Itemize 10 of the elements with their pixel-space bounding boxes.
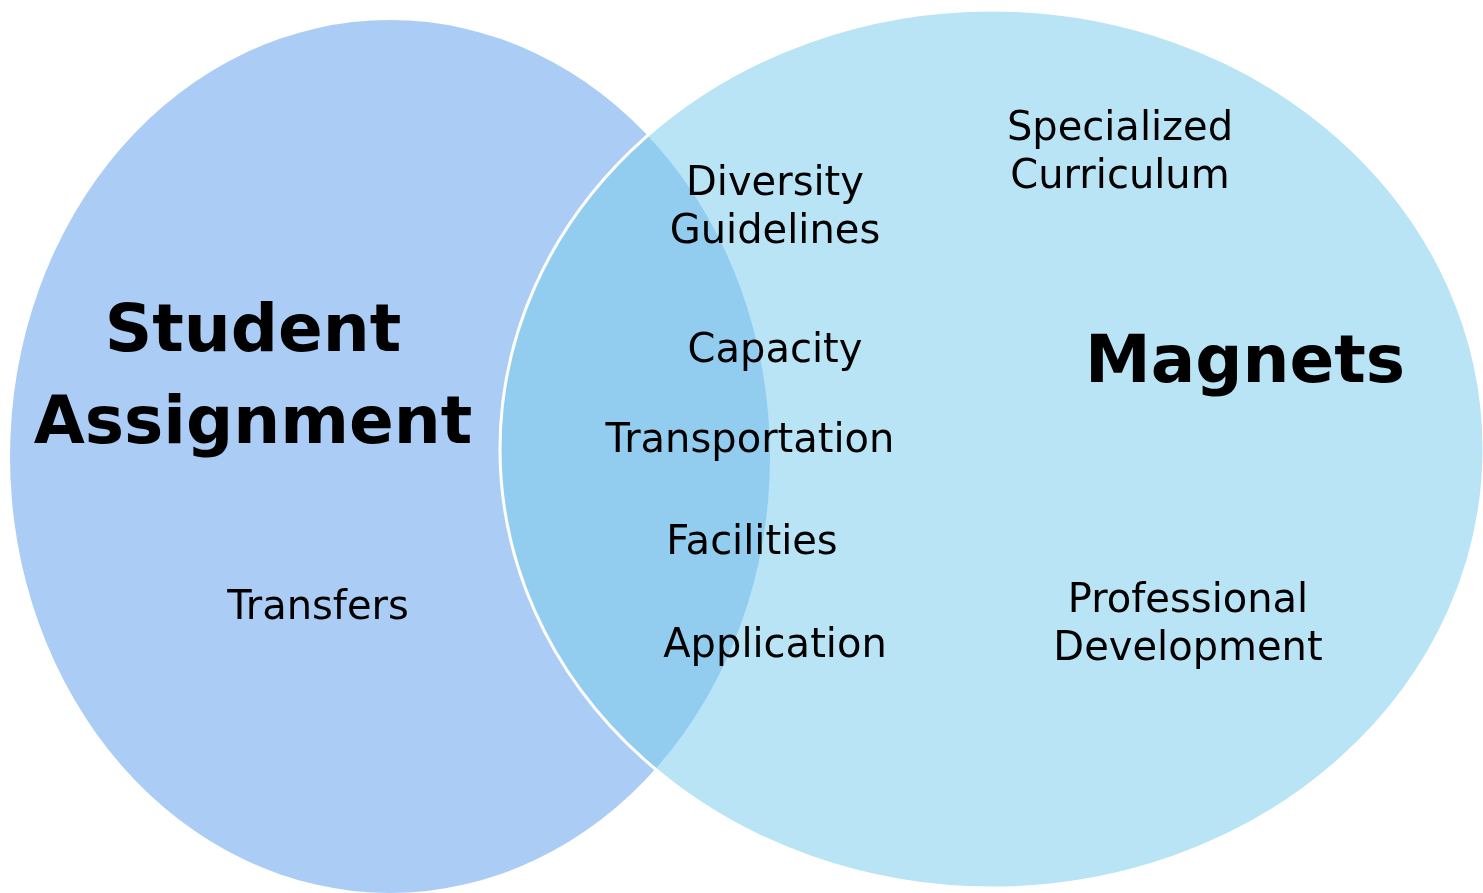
overlap-item: Application bbox=[662, 619, 888, 667]
set-title: Student Assignment bbox=[32, 288, 474, 461]
set-title: Magnets bbox=[1083, 319, 1406, 400]
overlap-item: Capacity bbox=[686, 324, 864, 372]
set-item: Professional Development bbox=[1052, 574, 1324, 670]
set-item: Transfers bbox=[226, 581, 410, 629]
overlap-item: Diversity Guidelines bbox=[668, 157, 882, 253]
overlap-item: Facilities bbox=[665, 516, 839, 564]
set-item: Specialized Curriculum bbox=[1005, 102, 1235, 198]
overlap-item: Transportation bbox=[604, 414, 896, 462]
